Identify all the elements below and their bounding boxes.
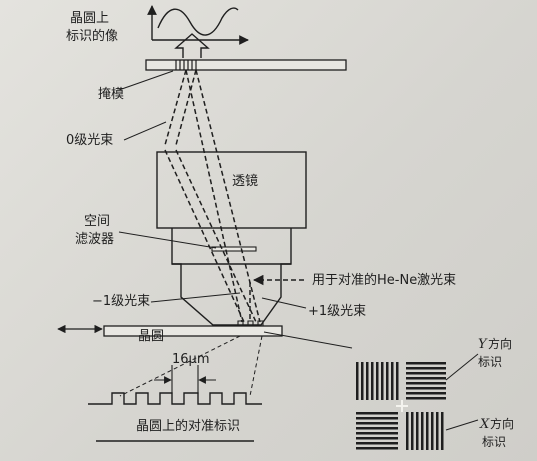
sine-wave	[157, 7, 239, 36]
pitch-label: 16μm	[172, 352, 209, 367]
mark-image-label-1: 晶圆上	[70, 11, 109, 26]
spatial-filter-label-1: 空间	[84, 214, 110, 229]
x-mark-label-1: 方向	[490, 416, 514, 431]
mark-image-plot	[147, 5, 249, 45]
center-cross-icon	[396, 400, 408, 412]
beam-outer-left	[185, 69, 243, 323]
alignment-mark-patch	[356, 362, 446, 450]
mask-leader	[118, 70, 174, 91]
zero-beam-leader	[123, 121, 167, 141]
mark-profile	[88, 392, 262, 405]
wafer	[103, 320, 283, 337]
pitch-indicator	[154, 365, 216, 394]
y-mark-leader	[445, 353, 479, 381]
mask-plate	[145, 59, 347, 71]
x-mark-leader	[445, 419, 479, 431]
mask-pattern	[175, 60, 197, 70]
filter-leader	[118, 231, 217, 249]
y-mark-label-2: 标识	[478, 355, 502, 369]
y-mark-label-1: 方向	[488, 336, 512, 351]
minus-one-beam-label: −1级光束	[92, 294, 150, 309]
spatial-filter	[211, 246, 257, 252]
lens-body	[156, 151, 307, 326]
zero-order-right	[175, 69, 197, 146]
lens-label: 透镜	[232, 174, 258, 189]
alignment-laser-label: 用于对准的He-Ne激光束	[312, 272, 456, 288]
spatial-filter-label-2: 滤波器	[75, 232, 114, 247]
wafer-label: 晶圆	[138, 329, 164, 344]
detail-line-right	[249, 335, 263, 397]
beam-outer-right	[195, 69, 261, 323]
y-axis-letter: Y	[478, 337, 488, 352]
zero-beam-label: 0级光束	[66, 133, 113, 148]
mark-detail-leader	[263, 331, 353, 349]
wafer-marks-label: 晶圆上的对准标识	[136, 418, 240, 434]
mask-label: 掩模	[98, 87, 124, 102]
zero-order-left	[164, 69, 187, 146]
beams	[164, 69, 261, 323]
plus-one-beam-label: +1级光束	[308, 304, 366, 319]
image-arrow-icon	[174, 33, 210, 58]
plus-one-leader	[261, 297, 307, 309]
x-axis-letter: X	[479, 417, 490, 432]
detail-line-left	[119, 335, 241, 397]
minus-one-leader	[150, 292, 241, 303]
mark-image-label-2: 标识的像	[66, 28, 118, 44]
x-mark-label-2: 标识	[482, 435, 506, 449]
